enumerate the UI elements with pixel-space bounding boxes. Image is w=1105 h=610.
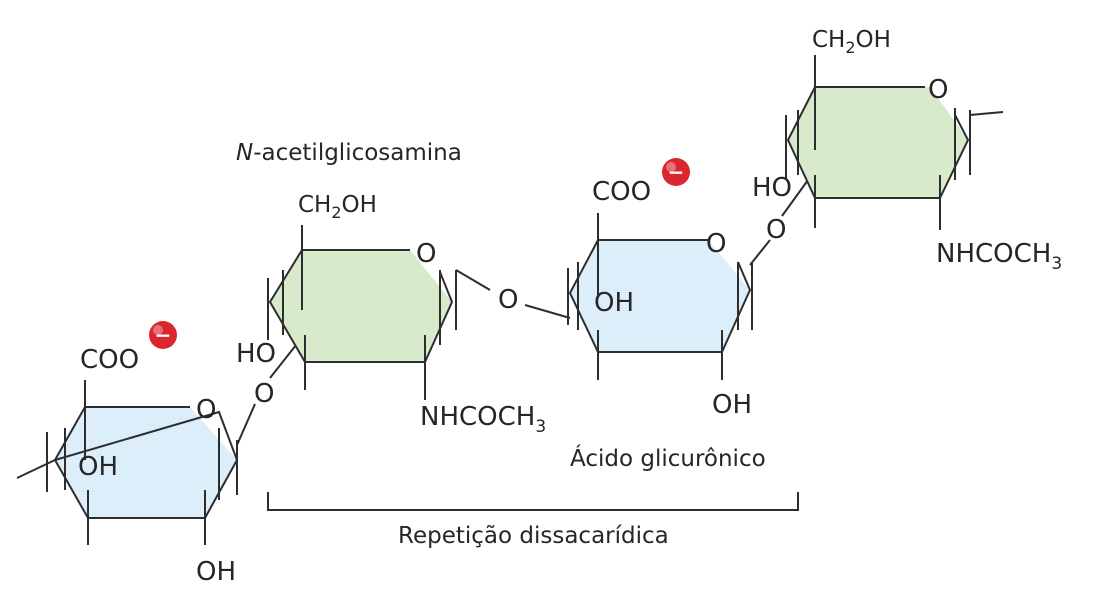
- glucuronate-ring-right: COO O OH OH −: [567, 158, 771, 420]
- ch2oh-label: CH2OH: [812, 27, 891, 57]
- glucosamine-ring-middle: CH2OH O HO NHCOCH3: [236, 192, 546, 437]
- ring-oxygen-label: O: [706, 229, 726, 259]
- ring-oxygen-label: O: [196, 395, 216, 425]
- glucuronic-acid-caption: Ácido glicurônico: [570, 444, 766, 472]
- glycosidic-oxygen-2: O: [498, 285, 518, 315]
- ring-fill: [270, 250, 452, 362]
- acetamido-label: NHCOCH3: [420, 402, 546, 437]
- glucosamine-ring-right: CH2OH O HO NHCOCH3: [752, 27, 1062, 274]
- hydroxyl-label: OH: [78, 452, 118, 482]
- ring-oxygen-label: O: [416, 239, 436, 269]
- carboxylate-label: COO: [80, 345, 139, 375]
- svg-text:−: −: [155, 323, 172, 347]
- glycosidic-oxygen-3: O: [766, 215, 786, 245]
- hydroxyl-label: OH: [594, 288, 634, 318]
- ring-oxygen-label: O: [928, 75, 948, 105]
- n-acetylglucosamine-caption: N-acetilglicosamina: [236, 140, 462, 166]
- disaccharide-repeat-bracket: [267, 492, 799, 511]
- ring-fill: [570, 240, 750, 352]
- glycosidic-oxygen-1: O: [254, 379, 274, 409]
- carboxylate-label: COO: [592, 177, 651, 207]
- glucuronate-ring-left: COO O OH OH −: [16, 321, 256, 587]
- negative-charge-icon: −: [149, 321, 177, 349]
- hydroxyl-bottom-label: OH: [196, 557, 236, 587]
- ring-fill: [55, 407, 237, 518]
- hydroxyl-bottom-label: OH: [712, 390, 752, 420]
- hydroxyl-label: HO: [752, 173, 792, 203]
- disaccharide-repeat-caption: Repetição dissacarídica: [398, 523, 669, 549]
- ring-fill: [788, 87, 968, 198]
- acetamido-label: NHCOCH3: [936, 239, 1062, 274]
- svg-text:−: −: [668, 160, 685, 184]
- ch2oh-label: CH2OH: [298, 192, 377, 222]
- hydroxyl-label: HO: [236, 339, 276, 369]
- negative-charge-icon: −: [662, 158, 690, 186]
